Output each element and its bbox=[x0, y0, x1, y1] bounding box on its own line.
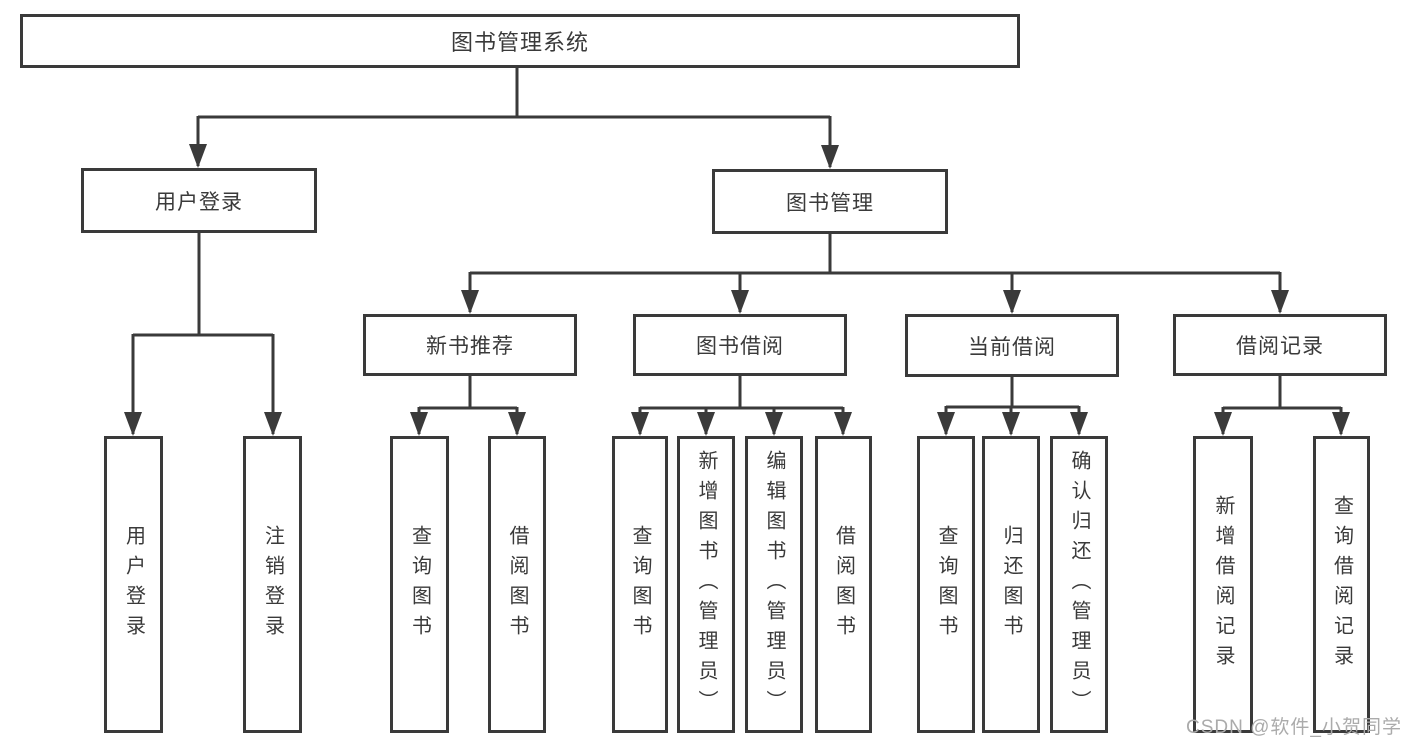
watermark: CSDN @软件_小贺同学 bbox=[1186, 717, 1402, 738]
leaf-user-login: 用户登录 bbox=[104, 436, 163, 733]
node-borrow-records: 借阅记录 bbox=[1173, 314, 1387, 376]
leaf-add-borrow-record: 新增借阅记录 bbox=[1193, 436, 1253, 733]
leaf-return-books: 归还图书 bbox=[982, 436, 1040, 733]
node-current-borrow: 当前借阅 bbox=[905, 314, 1119, 377]
node-root: 图书管理系统 bbox=[20, 14, 1020, 68]
leaf-query-books-recommend: 查询图书 bbox=[390, 436, 449, 733]
leaf-query-books-borrow: 查询图书 bbox=[612, 436, 668, 733]
leaf-confirm-return-admin: 确认归还（管理员） bbox=[1050, 436, 1108, 733]
leaf-borrow-books: 借阅图书 bbox=[815, 436, 872, 733]
leaf-borrow-books-recommend: 借阅图书 bbox=[488, 436, 546, 733]
leaf-add-books-admin: 新增图书（管理员） bbox=[677, 436, 735, 733]
node-user-login: 用户登录 bbox=[81, 168, 317, 233]
node-book-management: 图书管理 bbox=[712, 169, 948, 234]
leaf-edit-books-admin: 编辑图书（管理员） bbox=[745, 436, 803, 733]
leaf-query-borrow-record: 查询借阅记录 bbox=[1313, 436, 1370, 733]
leaf-logout: 注销登录 bbox=[243, 436, 302, 733]
node-new-book-recommend: 新书推荐 bbox=[363, 314, 577, 376]
leaf-query-books-current: 查询图书 bbox=[917, 436, 975, 733]
node-book-borrow: 图书借阅 bbox=[633, 314, 847, 376]
